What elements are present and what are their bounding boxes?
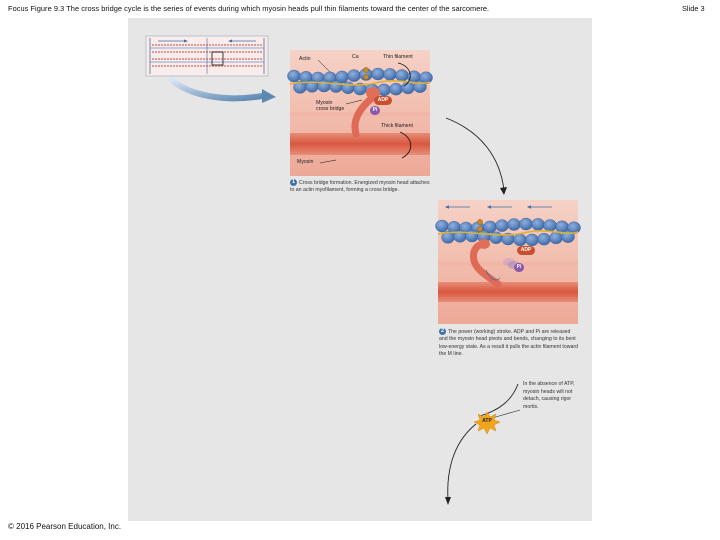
step1-text: Cross bridge formation. Energized myosin… xyxy=(290,180,430,194)
rigor-mortis-note: In the absence of ATP, myosin heads will… xyxy=(523,381,578,411)
cycle-arrowhead-1 xyxy=(500,187,507,195)
actin-bead xyxy=(342,82,355,94)
actin-bead xyxy=(490,232,503,244)
actin-bead xyxy=(402,82,415,94)
step2-badge: 2 xyxy=(439,328,446,335)
actin-bead xyxy=(526,234,539,246)
myosin-label: Myosin xyxy=(297,160,313,166)
atp-label: ATP xyxy=(478,419,496,425)
cycle-arrow-1 xyxy=(446,118,504,190)
myosin-cross-bridge-label: Myosin cross bridge xyxy=(316,101,344,113)
cycle-arrow-3 xyxy=(448,424,476,500)
actin-bead xyxy=(514,234,527,246)
actin-bead xyxy=(508,218,521,230)
cycle-arrowhead-3 xyxy=(445,497,451,505)
actin-bead xyxy=(466,230,479,242)
actin-bead xyxy=(538,233,551,245)
zoom-arrow xyxy=(172,80,262,98)
actin-bead xyxy=(348,70,361,82)
adp-chip: ADP xyxy=(374,96,392,105)
actin-bead xyxy=(330,81,343,93)
thick-filament-label: Thick filament xyxy=(381,124,413,130)
actin-bead xyxy=(372,68,385,80)
zoom-arrowhead xyxy=(262,89,276,103)
pi-chip-2: Pi xyxy=(514,263,524,272)
actin-bead xyxy=(390,83,403,95)
actin-bead xyxy=(520,218,533,230)
actin-bead xyxy=(288,70,301,82)
actin-bead xyxy=(436,220,449,232)
step2-text: The power (working) stroke. ADP and Pi a… xyxy=(439,329,578,358)
actin-bead xyxy=(550,232,563,244)
calcium-label: Ca xyxy=(352,55,359,61)
actin-bead xyxy=(384,68,397,80)
adp-chip-2: ADP xyxy=(517,246,535,255)
actin-bead xyxy=(496,220,509,232)
actin-bead xyxy=(318,80,331,92)
sarcomere-thumbnail xyxy=(146,36,268,76)
cycle-arrow-2 xyxy=(480,384,518,416)
thin-filament-label: Thin filament xyxy=(383,55,413,61)
pi-chip: Pi xyxy=(370,106,380,115)
copyright: © 2016 Pearson Education, Inc. xyxy=(8,522,121,531)
actin-bead xyxy=(544,219,557,231)
actin-bead xyxy=(396,69,409,81)
actin-label: Actin xyxy=(299,57,311,63)
step1-badge: 1 xyxy=(290,179,297,186)
actin-bead xyxy=(532,218,545,230)
